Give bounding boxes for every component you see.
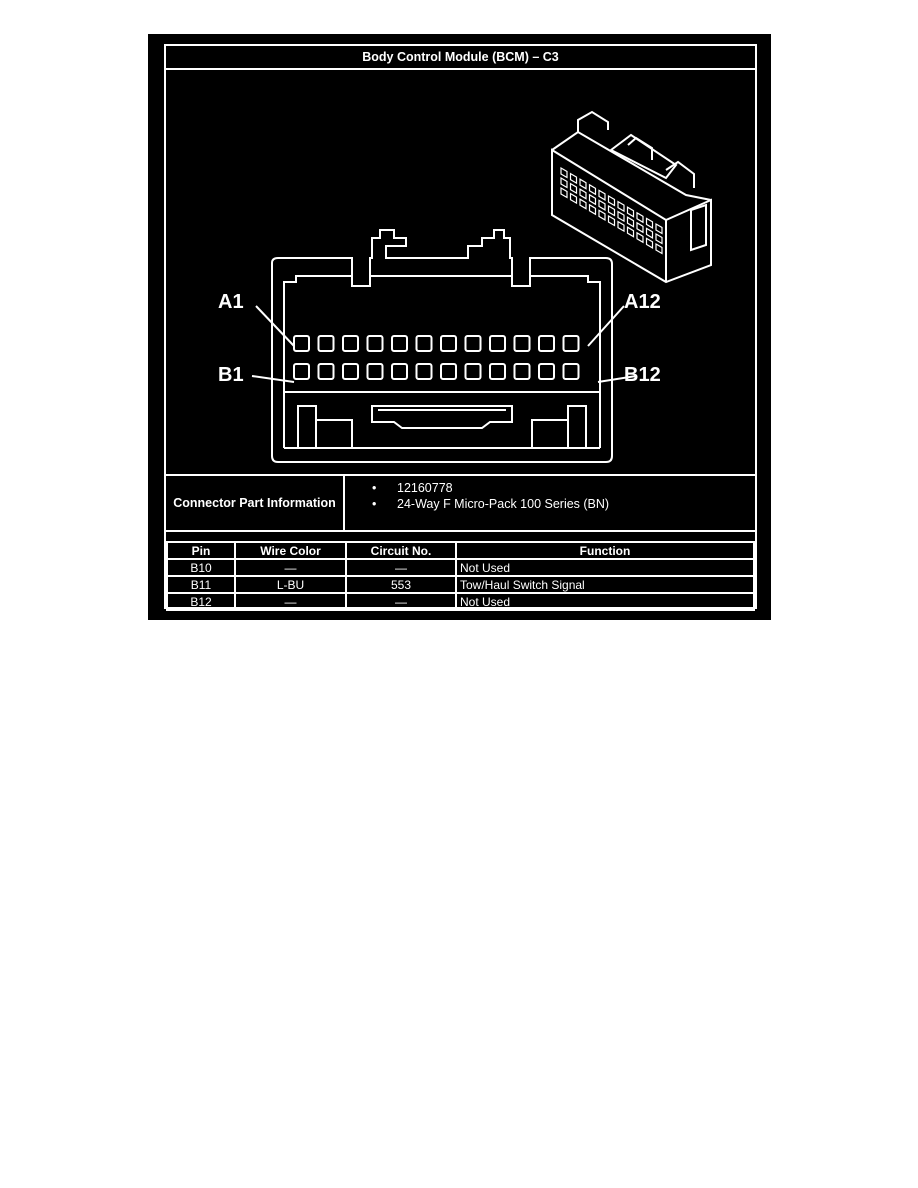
cell-wire-color: L-BU <box>234 575 347 594</box>
cell-pin: B10 <box>166 558 236 577</box>
table-row: B10 — — Not Used <box>166 558 755 577</box>
pin-cavity <box>464 335 482 352</box>
iso-pin-cavity <box>636 211 644 224</box>
connector-3d-view <box>551 110 712 284</box>
connector-part-info-list: 12160778 24-Way F Micro-Pack 100 Series … <box>347 480 609 512</box>
iso-pin-cavity <box>579 188 587 200</box>
label-b1: B1 <box>218 364 244 386</box>
pin-cavity <box>317 335 335 352</box>
pin-table: Pin Wire Color Circuit No. Function B10 … <box>166 541 755 611</box>
header-function: Function <box>455 541 755 560</box>
iso-pin-cavity <box>617 210 625 223</box>
iso-pin-cavity <box>560 166 568 179</box>
pin-cavity <box>293 363 310 380</box>
iso-pin-cavity <box>579 198 587 210</box>
cell-function: Not Used <box>455 558 755 577</box>
pin-cavity <box>513 363 531 380</box>
cell-function: Not Used <box>455 592 755 611</box>
cell-circuit: 553 <box>345 575 457 594</box>
iso-pin-cavity <box>569 182 578 195</box>
iso-pin-cavity <box>598 209 606 221</box>
cell-pin: B12 <box>166 592 236 611</box>
table-row: B12 — — Not Used <box>166 592 755 611</box>
iso-pin-cavity <box>626 226 635 238</box>
part-number: 12160778 <box>347 480 609 496</box>
iso-pin-cavity <box>655 242 663 255</box>
pin-cavity <box>513 335 531 352</box>
iso-pin-cavity <box>588 193 597 206</box>
iso-pin-cavity <box>607 204 616 217</box>
iso-pin-cavity <box>588 183 597 196</box>
pin-cavity <box>489 363 506 380</box>
connector-face <box>271 229 613 463</box>
pin-cavity <box>366 335 384 352</box>
connector-part-info: Connector Part Information 12160778 24-W… <box>166 474 755 532</box>
label-a1: A1 <box>218 291 244 313</box>
connector-diagram: A1 A12 B1 B12 <box>218 110 712 463</box>
iso-pin-cavity <box>645 227 654 239</box>
pin-cavity <box>415 335 433 352</box>
cell-wire-color: — <box>234 592 347 611</box>
pin-cavity <box>391 363 408 380</box>
pin-cavity <box>342 363 359 380</box>
iso-pin-cavity <box>636 231 644 244</box>
pin-leaders <box>251 305 637 383</box>
pin-cavity <box>342 335 359 352</box>
part-description: 24-Way F Micro-Pack 100 Series (BN) <box>347 496 609 512</box>
iso-pin-cavity <box>607 214 616 227</box>
iso-pin-cavity <box>655 222 663 235</box>
pin-cavity <box>366 363 384 380</box>
connector-part-info-label: Connector Part Information <box>166 476 345 530</box>
pin-cavity <box>538 363 555 380</box>
diagram-title: Body Control Module (BCM) – C3 <box>166 46 755 70</box>
connector-3d-pins <box>560 166 663 255</box>
pin-cavity <box>415 363 433 380</box>
pin-cavity <box>489 335 506 352</box>
connector-frame: Body Control Module (BCM) – C3 <box>164 44 757 611</box>
pin-cavity <box>293 335 310 352</box>
header-pin: Pin <box>166 541 236 560</box>
pin-cavity <box>440 363 457 380</box>
label-a12: A12 <box>624 291 661 313</box>
pin-cavity <box>440 335 457 352</box>
iso-pin-cavity <box>617 200 625 213</box>
iso-pin-cavity <box>626 216 635 228</box>
cell-pin: B11 <box>166 575 236 594</box>
iso-pin-cavity <box>607 194 616 207</box>
header-circuit: Circuit No. <box>345 541 457 560</box>
pin-cavity <box>562 335 580 352</box>
iso-pin-cavity <box>645 237 654 249</box>
pin-cavity <box>317 363 335 380</box>
iso-pin-cavity <box>598 199 606 211</box>
connector-panel: Body Control Module (BCM) – C3 <box>148 34 771 620</box>
table-row: B11 L-BU 553 Tow/Haul Switch Signal <box>166 575 755 594</box>
pin-cavity <box>391 335 408 352</box>
pin-cavity <box>538 335 555 352</box>
iso-pin-cavity <box>560 186 568 199</box>
iso-pin-cavity <box>569 172 578 185</box>
label-b12: B12 <box>624 364 661 386</box>
header-wire-color: Wire Color <box>234 541 347 560</box>
iso-pin-cavity <box>569 192 578 205</box>
iso-pin-cavity <box>560 176 568 189</box>
iso-pin-cavity <box>645 217 654 229</box>
iso-pin-cavity <box>626 206 635 218</box>
cell-circuit: — <box>345 558 457 577</box>
iso-pin-cavity <box>588 203 597 216</box>
cell-function: Tow/Haul Switch Signal <box>455 575 755 594</box>
iso-pin-cavity <box>579 178 587 190</box>
iso-pin-cavity <box>655 232 663 245</box>
pin-cavity <box>562 363 580 380</box>
iso-pin-cavity <box>598 189 606 201</box>
iso-pin-cavity <box>617 220 625 233</box>
pin-cavity <box>464 363 482 380</box>
iso-pin-cavity <box>636 221 644 234</box>
pin-table-header: Pin Wire Color Circuit No. Function <box>166 541 755 560</box>
cell-circuit: — <box>345 592 457 611</box>
cell-wire-color: — <box>234 558 347 577</box>
connector-face-pins <box>293 335 580 380</box>
